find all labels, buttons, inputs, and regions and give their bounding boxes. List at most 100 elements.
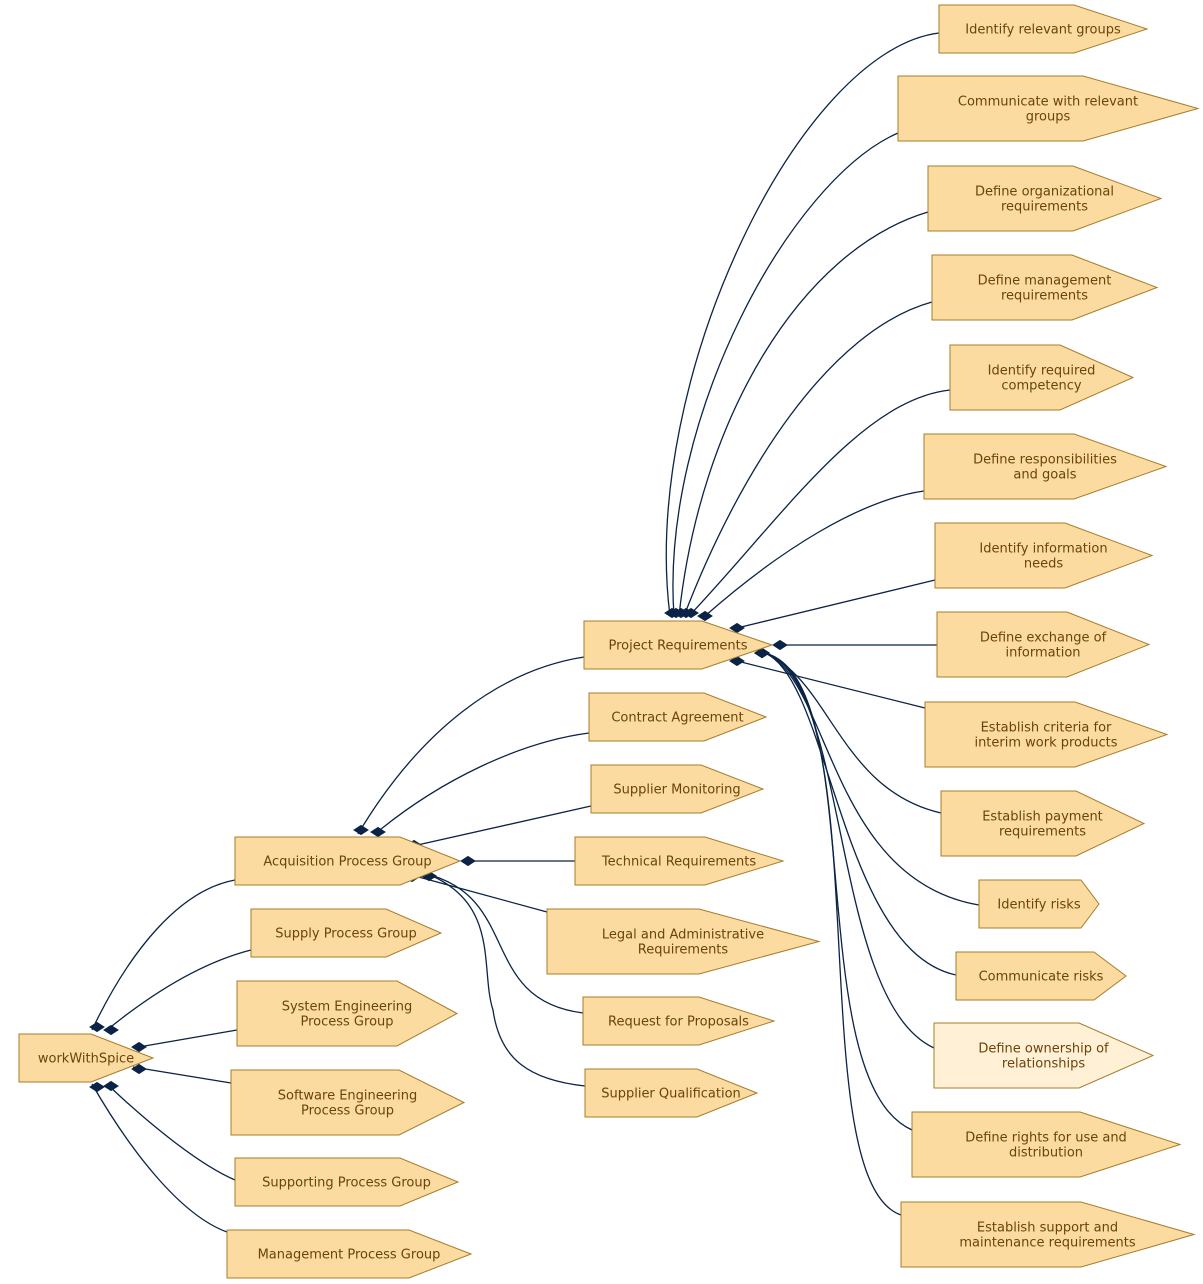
node-label: Define rights for use and: [965, 1131, 1127, 1146]
node-label: Identify required: [988, 364, 1096, 379]
node-label: Communicate risks: [979, 970, 1104, 985]
node-label: relationships: [1002, 1057, 1085, 1072]
node-label: distribution: [1009, 1146, 1083, 1161]
node-label: competency: [1001, 379, 1081, 394]
node-label: Acquisition Process Group: [263, 855, 431, 870]
composition-diamond-icon: [683, 607, 699, 619]
connector-line: [374, 732, 590, 835]
node-label: requirements: [1001, 289, 1088, 304]
connector-line: [764, 652, 935, 1049]
connector-line: [429, 874, 586, 1087]
composition-diamond-icon: [103, 1080, 119, 1092]
node-shape: [250, 908, 443, 958]
composition-diamond-icon: [353, 824, 369, 836]
node-communicate-risks[interactable]: Communicate risks: [955, 951, 1127, 1001]
node-label: information: [1005, 646, 1080, 661]
node-label: workWithSpice: [38, 1052, 134, 1067]
composition-diamond-icon: [103, 1024, 119, 1036]
connector-line: [672, 132, 899, 617]
node-project-req[interactable]: Project Requirements: [583, 620, 774, 670]
node-shape: [590, 764, 765, 814]
composition-diamond-icon: [754, 647, 770, 659]
connector-line: [704, 490, 925, 617]
node-rfp[interactable]: Request for Proposals: [582, 996, 776, 1046]
node-label: groups: [1026, 110, 1071, 125]
node-shape: [924, 701, 1169, 768]
node-label: Supply Process Group: [275, 927, 416, 942]
node-shape: [949, 344, 1135, 411]
node-label: requirements: [999, 825, 1086, 840]
node-shape: [546, 908, 821, 975]
connector-line: [764, 652, 913, 1131]
node-supply[interactable]: Supply Process Group: [250, 908, 443, 958]
node-shape: [583, 620, 774, 670]
node-label: Legal and Administrative: [602, 928, 764, 943]
node-label: Requirements: [638, 943, 729, 958]
composition-diamond-icon: [697, 610, 713, 622]
node-label: Define ownership of: [978, 1042, 1109, 1057]
node-label: and goals: [1013, 468, 1076, 483]
node-label: needs: [1024, 557, 1063, 572]
node-identify-risks[interactable]: Identify risks: [978, 879, 1100, 929]
node-management[interactable]: Management Process Group: [226, 1229, 473, 1279]
node-supplier-qual[interactable]: Supplier Qualification: [584, 1068, 759, 1118]
node-label: Identify information: [979, 542, 1107, 557]
connector-line: [764, 652, 957, 976]
node-label: Define exchange of: [980, 631, 1107, 646]
node-shape: [588, 692, 768, 742]
node-label: Software Engineering: [278, 1089, 417, 1104]
node-label: Establish payment: [982, 810, 1103, 825]
connector-line: [688, 389, 951, 617]
connector-line: [106, 1083, 236, 1181]
node-contract[interactable]: Contract Agreement: [588, 692, 768, 742]
connector-line: [412, 805, 592, 847]
composition-diamond-icon: [772, 639, 788, 651]
connector-line: [764, 652, 980, 906]
connector-line: [736, 660, 926, 709]
composition-diamond-icon: [131, 1041, 147, 1053]
node-shape: [955, 951, 1127, 1001]
connector-line: [429, 874, 584, 1014]
connector-line: [132, 1029, 238, 1049]
node-label: Supporting Process Group: [262, 1176, 431, 1191]
connector-line: [736, 579, 936, 629]
node-label: Define responsibilities: [973, 453, 1117, 468]
node-acquisition[interactable]: Acquisition Process Group: [234, 836, 462, 886]
node-shape: [230, 1069, 466, 1136]
node-technical-req[interactable]: Technical Requirements: [574, 836, 785, 886]
node-identify-groups[interactable]: Identify relevant groups: [938, 4, 1149, 54]
node-label: Supplier Qualification: [601, 1087, 741, 1102]
node-supporting[interactable]: Supporting Process Group: [234, 1157, 460, 1207]
connector-line: [91, 1083, 228, 1233]
connector-line: [414, 875, 548, 913]
node-supplier-mon[interactable]: Supplier Monitoring: [590, 764, 765, 814]
node-root[interactable]: workWithSpice: [18, 1033, 155, 1083]
node-shape: [584, 1068, 759, 1118]
node-shape: [934, 522, 1154, 589]
node-shape: [911, 1111, 1182, 1178]
connector-line: [764, 652, 902, 1216]
node-shape: [236, 980, 459, 1047]
node-label: requirements: [1001, 200, 1088, 215]
node-shape: [923, 433, 1168, 500]
node-label: Communicate with relevant: [958, 95, 1138, 110]
edges-layer: [89, 32, 980, 1233]
node-shape: [978, 879, 1100, 929]
node-label: Process Group: [300, 1015, 393, 1030]
